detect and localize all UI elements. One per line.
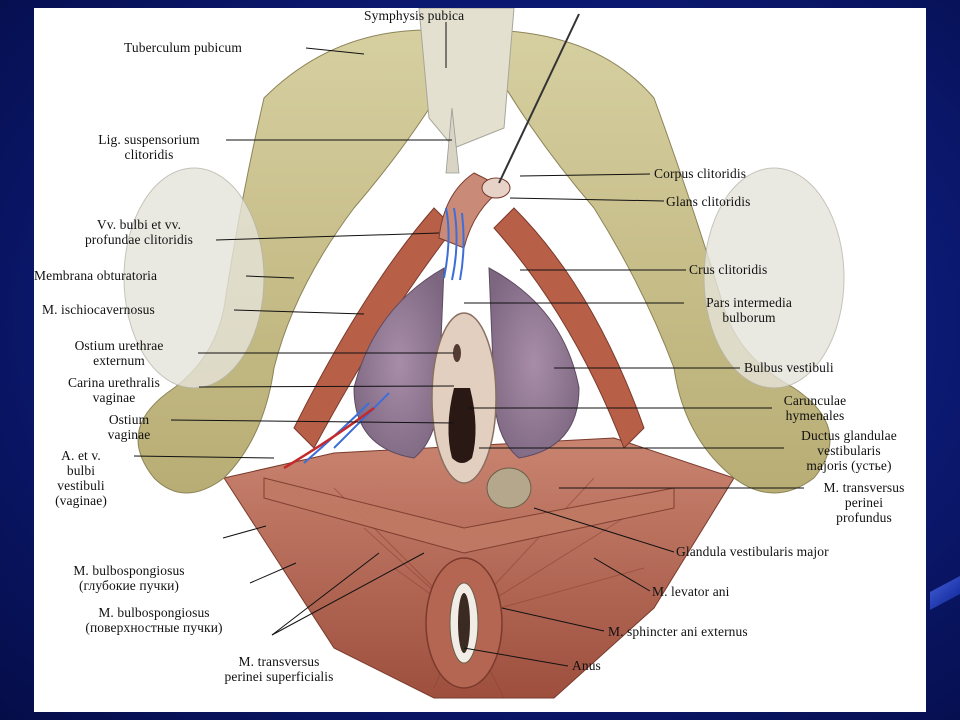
label-glans-clitoridis: Glans clitoridis — [666, 194, 751, 209]
label-carunculae-line2: hymenales — [785, 408, 845, 423]
label-bulbospongiosus-deep: M. bulbospongiosus (глубокие пучки) — [49, 563, 209, 593]
slide-decoration-shape — [930, 576, 960, 610]
label-carunculae-line1: Carunculae — [783, 393, 847, 408]
label-glandula: Glandula vestibularis major — [676, 544, 829, 559]
label-a-et-v-line4: (vaginae) — [55, 493, 107, 508]
label-bulbospongiosus-sup-line1: M. bulbospongiosus — [98, 605, 210, 620]
bulbus-vestibuli-right — [488, 267, 580, 459]
obturator-membrane-right — [703, 167, 845, 389]
pubic-bone-right — [473, 29, 831, 494]
label-a-et-v-line2: bulbi — [66, 463, 96, 478]
label-transversus-prof-line3: profundus — [836, 510, 892, 525]
transversus-perinei — [263, 477, 675, 554]
label-transversus-prof: M. transversus perinei profundus — [806, 480, 922, 525]
label-lig-suspensorium-line1: Lig. suspensorium — [98, 132, 200, 147]
label-corpus-clitoridis: Corpus clitoridis — [654, 166, 747, 181]
label-ostium-vaginae: Ostium vaginae — [89, 412, 169, 442]
label-pars-intermedia-line1: Pars intermedia — [706, 295, 792, 310]
label-carina-line1: Carina urethralis — [67, 375, 161, 390]
artery — [283, 406, 375, 470]
label-vv-bulbi-line2: profundae clitoridis — [84, 232, 194, 247]
label-pars-intermedia: Pars intermedia bulborum — [684, 295, 814, 325]
symphysis-ligament — [418, 8, 515, 149]
ostium-urethrae — [453, 344, 461, 362]
label-m-ischiocavernosus: M. ischiocavernosus — [42, 302, 155, 317]
label-symphysis-pubica: Symphysis pubica — [364, 8, 465, 23]
label-carina: Carina urethralis vaginae — [34, 375, 194, 405]
label-bulbospongiosus-deep-line2: (глубокие пучки) — [78, 578, 180, 593]
label-sphincter: M. sphincter ani externus — [608, 624, 748, 639]
leader-lines — [133, 22, 804, 667]
anus-inner — [458, 593, 470, 653]
label-transversus-sup-line2: perinei superficialis — [224, 669, 334, 684]
glandula-vestibularis-major — [486, 467, 532, 509]
label-anus: Anus — [572, 658, 601, 673]
slide-frame: Symphysis pubica Tuberculum pubicum Lig.… — [34, 8, 926, 712]
label-membrana-obturatoria: Membrana obturatoria — [34, 268, 158, 283]
label-ostium-vaginae-line2: vaginae — [107, 427, 151, 442]
label-vv-bulbi: Vv. bulbi et vv. profundae clitoridis — [64, 217, 214, 247]
label-transversus-sup: M. transversus perinei superficialis — [189, 654, 369, 684]
label-transversus-sup-line1: M. transversus — [238, 654, 320, 669]
label-ostium-urethrae: Ostium urethrae externum — [44, 338, 194, 368]
venous-plexus — [303, 207, 465, 464]
glans-clitoridis — [481, 177, 511, 199]
label-bulbospongiosus-sup-line2: (поверхностные пучки) — [85, 620, 223, 635]
label-ductus: Ductus glandulae vestibularis majoris (у… — [779, 428, 919, 473]
label-ductus-line2: vestibularis — [817, 443, 881, 458]
label-crus-clitoridis: Crus clitoridis — [689, 262, 768, 277]
label-lig-suspensorium-line2: clitoridis — [124, 147, 174, 162]
label-carunculae: Carunculae hymenales — [770, 393, 860, 423]
label-bulbus-vestibuli: Bulbus vestibuli — [744, 360, 834, 375]
label-a-et-v-line1: A. et v. — [61, 448, 101, 463]
label-carina-line2: vaginae — [92, 390, 136, 405]
anatomical-illustration — [123, 8, 845, 699]
label-a-et-v: A. et v. bulbi vestibuli (vaginae) — [36, 448, 126, 508]
label-lig-suspensorium: Lig. suspensorium clitoridis — [74, 132, 224, 162]
retractor-probe — [498, 13, 580, 184]
label-transversus-prof-line2: perinei — [844, 495, 884, 510]
label-bulbospongiosus-deep-line1: M. bulbospongiosus — [73, 563, 185, 578]
bulbus-vestibuli-left — [353, 267, 445, 459]
label-tuberculum-pubicum: Tuberculum pubicum — [124, 40, 242, 55]
label-ostium-vaginae-line1: Ostium — [108, 412, 150, 427]
label-levator-ani: M. levator ani — [652, 584, 730, 599]
ostium-vaginae — [448, 388, 476, 463]
label-pars-intermedia-line2: bulborum — [722, 310, 776, 325]
label-ductus-line3: majoris (устье) — [806, 458, 892, 473]
label-ostium-urethrae-line1: Ostium urethrae — [74, 338, 164, 353]
label-transversus-prof-line1: M. transversus — [823, 480, 905, 495]
label-ductus-line1: Ductus glandulae — [801, 428, 897, 443]
obturator-membrane-left — [123, 167, 265, 389]
label-a-et-v-line3: vestibuli — [57, 478, 105, 493]
label-ostium-urethrae-line2: externum — [93, 353, 145, 368]
label-bulbospongiosus-sup: M. bulbospongiosus (поверхностные пучки) — [54, 605, 254, 635]
label-vv-bulbi-line1: Vv. bulbi et vv. — [96, 217, 182, 232]
